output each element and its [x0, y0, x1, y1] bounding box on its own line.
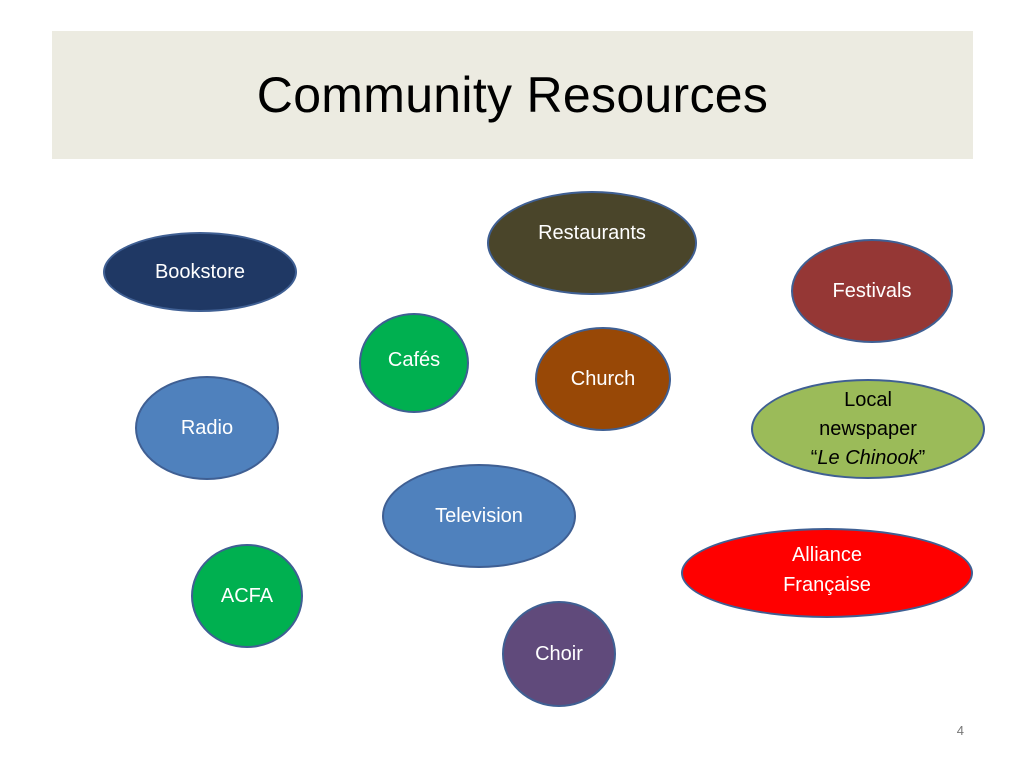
bubble-alliance-francaise: Alliance Française — [681, 528, 973, 618]
bubble-local-newspaper: Local newspaper “Le Chinook” — [751, 379, 985, 479]
bubble-label: Choir — [535, 643, 583, 665]
title-band: Community Resources — [52, 31, 973, 159]
bubble-label: Bookstore — [154, 261, 246, 283]
bubble-restaurants: Restaurants — [487, 191, 697, 295]
bubble-television: Television — [382, 464, 576, 568]
bubble-label: Festivals — [832, 280, 912, 302]
bubble-label: Television — [435, 505, 523, 527]
bubble-choir: Choir — [502, 601, 616, 707]
bubble-label: Restaurants — [538, 222, 646, 244]
alliance-line1: Alliance — [791, 544, 863, 566]
bubble-label: ACFA — [220, 585, 274, 607]
bubble-label: Alliance Française — [783, 540, 871, 600]
bubble-festivals: Festivals — [791, 239, 953, 343]
bubble-label: Radio — [180, 417, 234, 439]
bubble-church: Church — [535, 327, 671, 431]
newspaper-name: Le Chinook — [817, 446, 919, 469]
bubble-label: Local newspaper “Le Chinook” — [811, 386, 926, 473]
bubble-label: Cafés — [387, 349, 441, 371]
alliance-line2: Française — [783, 574, 871, 596]
newspaper-line2: newspaper — [819, 417, 917, 440]
bubble-label: Church — [570, 368, 636, 390]
newspaper-quote-open: “ — [810, 446, 818, 469]
newspaper-quote-close: ” — [918, 446, 926, 469]
page-number: 4 — [956, 723, 964, 738]
bubble-radio: Radio — [135, 376, 279, 480]
bubble-acfa: ACFA — [191, 544, 303, 648]
bubble-cafes: Cafés — [359, 313, 469, 413]
newspaper-line1: Local — [844, 388, 892, 411]
slide-title: Community Resources — [256, 67, 769, 123]
bubble-bookstore: Bookstore — [103, 232, 297, 312]
